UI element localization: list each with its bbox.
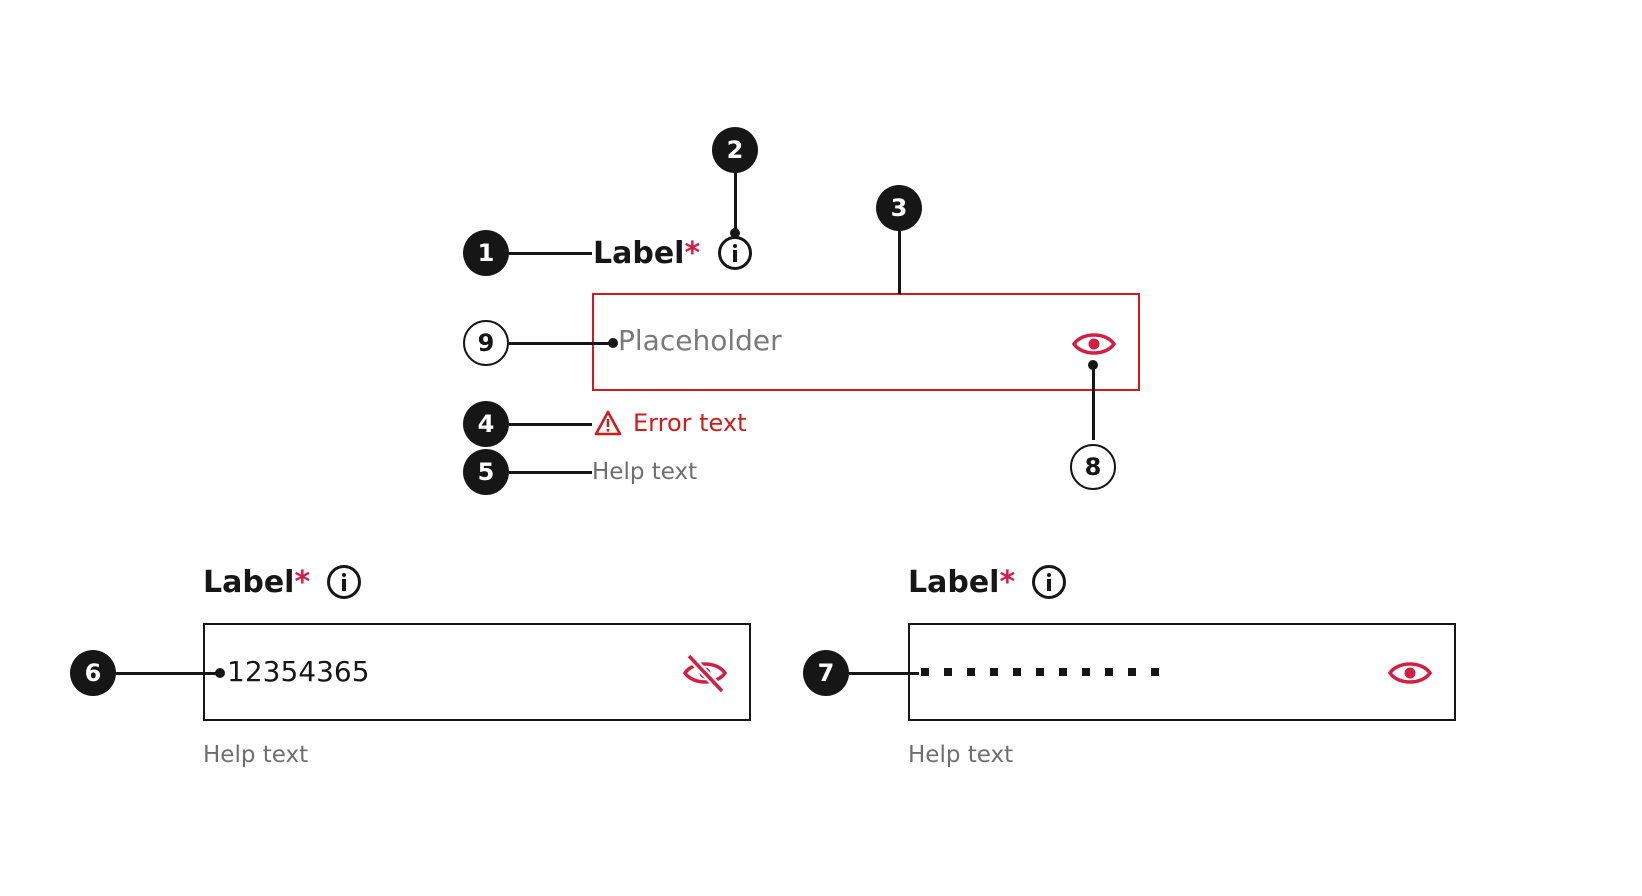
password-input-error[interactable]: Placeholder <box>592 293 1140 391</box>
callout-dot-8 <box>1088 360 1098 370</box>
masked-char <box>1128 668 1136 676</box>
callout-line-3 <box>898 231 901 294</box>
callout-dot-2 <box>730 228 740 238</box>
callout-badge-9: 9 <box>463 320 509 366</box>
field-label: Label* <box>908 566 1015 600</box>
error-text: Error text <box>633 409 747 437</box>
field-label: Label* <box>593 237 700 271</box>
info-icon[interactable] <box>1032 565 1066 599</box>
callout-line-8 <box>1092 366 1095 440</box>
info-icon[interactable] <box>718 236 752 270</box>
masked-char <box>1151 668 1159 676</box>
masked-char <box>967 668 975 676</box>
callout-badge-5: 5 <box>463 449 509 495</box>
field-label-text: Label <box>203 565 295 600</box>
masked-char <box>921 668 929 676</box>
required-asterisk: * <box>684 236 701 271</box>
eye-icon[interactable] <box>1387 658 1433 688</box>
masked-char <box>1082 668 1090 676</box>
field-label: Label* <box>203 566 310 600</box>
callout-badge-6: 6 <box>70 650 116 696</box>
eye-off-icon[interactable] <box>682 653 728 694</box>
callout-line-7 <box>849 672 919 675</box>
callout-dot-6 <box>215 668 225 678</box>
callout-dot-9 <box>608 338 618 348</box>
callout-badge-1: 1 <box>463 230 509 276</box>
field-label-text: Label <box>593 236 685 271</box>
help-text: Help text <box>908 742 1014 768</box>
callout-badge-4: 4 <box>463 401 509 447</box>
info-icon[interactable] <box>327 565 361 599</box>
field-label-text: Label <box>908 565 1000 600</box>
callout-line-1 <box>509 252 592 255</box>
callout-badge-8: 8 <box>1070 444 1116 490</box>
eye-icon[interactable] <box>1071 329 1117 359</box>
callout-line-5 <box>509 471 592 474</box>
input-value: 12354365 <box>227 655 370 688</box>
masked-char <box>1013 668 1021 676</box>
callout-line-4 <box>509 423 592 426</box>
callout-badge-7: 7 <box>803 650 849 696</box>
masked-char <box>1059 668 1067 676</box>
required-asterisk: * <box>294 565 311 600</box>
callout-badge-2: 2 <box>712 127 758 173</box>
callout-line-6 <box>116 672 220 675</box>
callout-line-2 <box>734 173 737 233</box>
password-input-masked[interactable] <box>908 623 1456 721</box>
masked-char <box>990 668 998 676</box>
callout-badge-3: 3 <box>876 185 922 231</box>
masked-value <box>921 668 1159 676</box>
placeholder-text: Placeholder <box>618 324 782 357</box>
warning-triangle-icon <box>594 410 622 436</box>
masked-char <box>1105 668 1113 676</box>
callout-line-9 <box>509 342 613 345</box>
password-input-visible[interactable]: 12354365 <box>203 623 751 721</box>
help-text: Help text <box>592 459 698 485</box>
masked-char <box>944 668 952 676</box>
help-text: Help text <box>203 742 309 768</box>
required-asterisk: * <box>999 565 1016 600</box>
masked-char <box>1036 668 1044 676</box>
